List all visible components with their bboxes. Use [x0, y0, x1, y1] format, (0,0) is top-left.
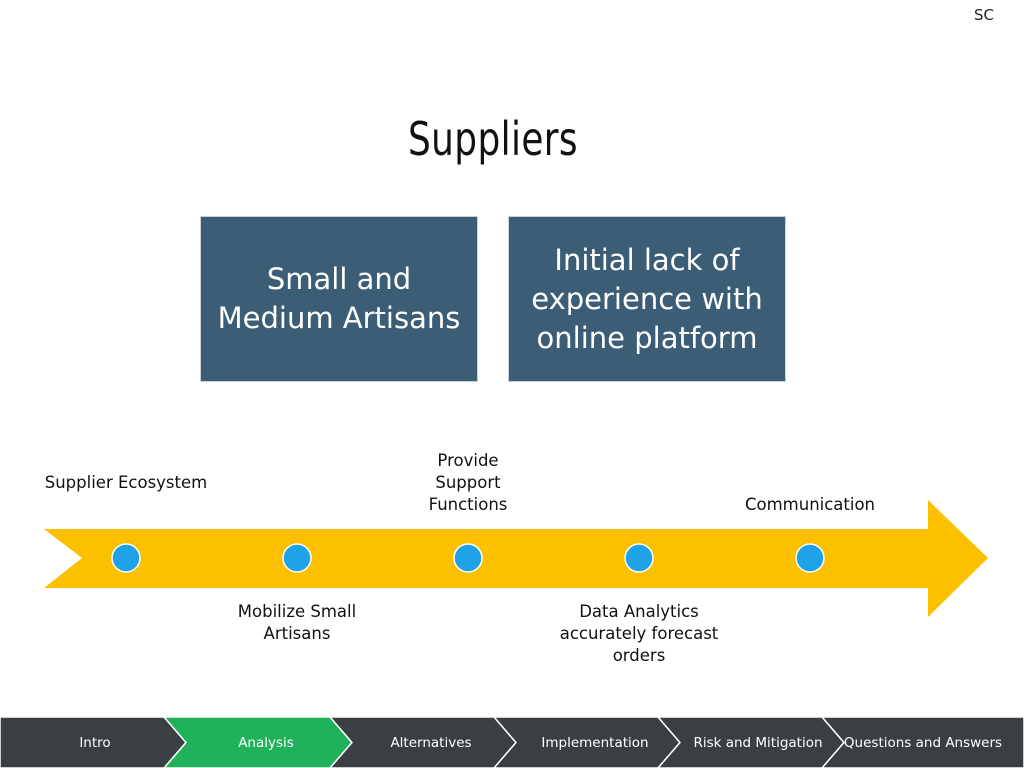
timeline-label-text: Supplier Ecosystem: [44, 473, 208, 492]
timeline-label-communication: Communication: [720, 494, 900, 516]
nav-item-label: Questions and Answers: [843, 734, 1003, 751]
timeline-label-supplier-ecosystem: Supplier Ecosystem: [36, 472, 216, 494]
timeline-label-text: Data Analytics accurately forecast order…: [559, 602, 719, 665]
nav-item-label: Intro: [79, 734, 111, 751]
nav-chevron-segment: [329, 717, 517, 768]
timeline-label-text: Provide Support Functions: [428, 451, 508, 514]
nav-chevron-segment: [163, 717, 353, 768]
timeline-node: [111, 543, 141, 573]
nav-item-label: Analysis: [238, 734, 294, 751]
nav-item-label: Implementation: [541, 734, 649, 751]
nav-item-risk-mitigation[interactable]: Risk and Mitigation: [672, 717, 844, 768]
slide-title: Suppliers: [407, 112, 579, 166]
timeline-arrow: [44, 500, 988, 617]
timeline-node: [624, 543, 654, 573]
info-box-text: Small and Medium Artisans: [217, 262, 461, 335]
nav-item-questions-answers[interactable]: Questions and Answers: [842, 717, 1004, 768]
timeline-label-text: Mobilize Small Artisans: [237, 602, 357, 643]
timeline-label-mobilize: Mobilize Small Artisans: [212, 601, 382, 645]
corner-label: SC: [974, 6, 994, 24]
nav-chevrons: [0, 717, 1024, 768]
nav-chevron-segment: [493, 717, 681, 768]
info-box-text: Initial lack of experience with online p…: [531, 242, 763, 355]
timeline-node: [282, 543, 312, 573]
section-nav-bar: Intro Analysis Alternatives Implementati…: [0, 717, 1024, 768]
timeline-node: [795, 543, 825, 573]
timeline-label-text: Communication: [744, 495, 876, 514]
timeline-label-provide-support: Provide Support Functions: [408, 450, 528, 516]
timeline-arrow-shape: [44, 500, 988, 617]
nav-item-implementation[interactable]: Implementation: [510, 717, 680, 768]
info-box-artisans: Small and Medium Artisans: [200, 216, 478, 382]
timeline-label-data-analytics: Data Analytics accurately forecast order…: [554, 601, 724, 667]
nav-item-label: Risk and Mitigation: [693, 734, 823, 751]
nav-chevron-segment: [657, 717, 845, 768]
nav-item-alternatives[interactable]: Alternatives: [346, 717, 516, 768]
nav-chevron-segment: [821, 717, 1024, 768]
nav-item-analysis[interactable]: Analysis: [180, 717, 352, 768]
nav-item-label: Alternatives: [390, 734, 472, 751]
nav-item-intro[interactable]: Intro: [0, 717, 190, 768]
info-box-experience: Initial lack of experience with online p…: [508, 216, 786, 382]
timeline-node: [453, 543, 483, 573]
